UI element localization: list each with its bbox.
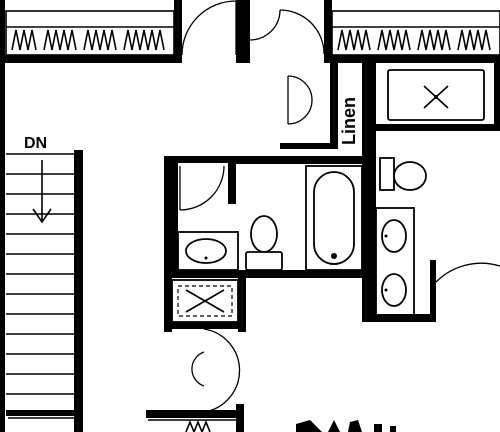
vanity-left <box>177 231 239 271</box>
bathroom-door <box>179 165 225 211</box>
double-vanity <box>362 207 436 322</box>
linen-closet: Linen <box>280 63 359 149</box>
shower-top-right <box>362 63 500 149</box>
stair-direction-label: DN <box>24 135 47 152</box>
linen-label: Linen <box>339 97 359 145</box>
toilet-right <box>379 157 427 191</box>
bottom-closet <box>146 404 244 432</box>
right-wall <box>494 60 500 130</box>
toilet <box>245 215 283 271</box>
closet-right <box>331 10 500 56</box>
stair-treads <box>6 173 74 395</box>
bathroom-walls <box>164 149 376 332</box>
bathtub <box>305 165 363 271</box>
top-wall <box>0 0 500 63</box>
closet-left <box>5 10 175 56</box>
door-right-room <box>435 262 500 283</box>
shower-small <box>171 279 239 323</box>
door-upper-right <box>249 9 325 55</box>
left-wall <box>0 60 5 432</box>
room-label-fragment <box>296 420 396 432</box>
down-arrow-icon <box>32 208 52 224</box>
stairs: DN <box>6 135 83 432</box>
door-lower <box>191 328 241 413</box>
double-door-top <box>181 0 237 56</box>
